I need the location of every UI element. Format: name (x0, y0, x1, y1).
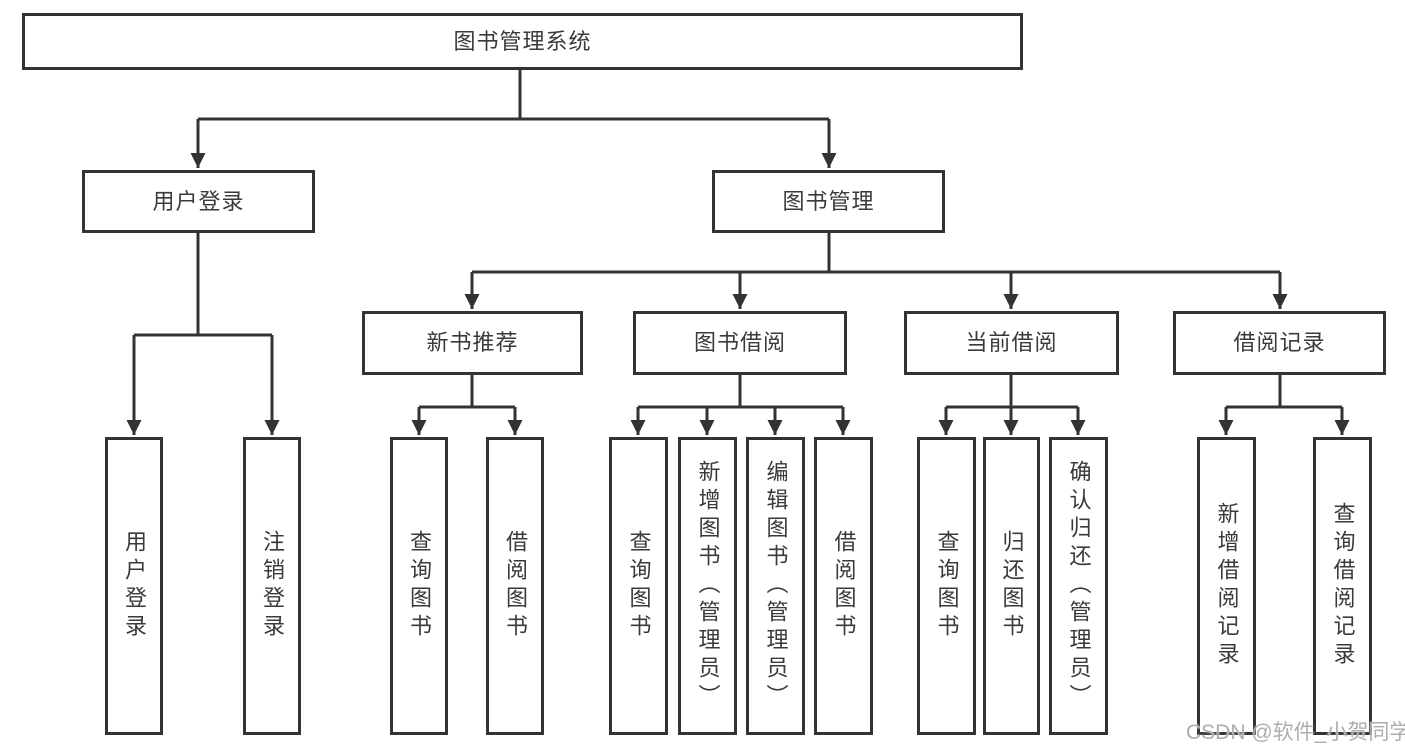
node-current-borrowing: 当前借阅 (904, 311, 1119, 375)
node-borrowing-records: 借阅记录 (1173, 311, 1386, 375)
node-query-books-current: 查询图书 (917, 437, 976, 735)
node-borrow-books-recommend: 借阅图书 (486, 437, 544, 735)
node-label: 图书借阅 (693, 330, 786, 355)
node-label: 新书推荐 (426, 330, 519, 355)
node-label: 借阅图书 (831, 530, 857, 642)
node-query-borrow-record: 查询借阅记录 (1313, 437, 1372, 735)
node-label: 图书管理 (782, 188, 875, 214)
node-label: 借阅图书 (503, 530, 528, 642)
node-label: 用户登录 (122, 530, 147, 642)
node-root: 图书管理系统 (22, 13, 1023, 70)
node-add-borrow-record: 新增借阅记录 (1197, 437, 1256, 735)
node-add-book-admin: 新增图书（管理员） (678, 437, 737, 735)
node-label: 编辑图书（管理员） (763, 460, 789, 712)
node-label: 确认归还（管理员） (1066, 460, 1092, 712)
node-label: 查询图书 (934, 530, 960, 642)
node-label: 归还图书 (999, 530, 1025, 642)
csdn-watermark: CSDN @软件_小贺同学 (1186, 721, 1405, 744)
node-label: 借阅记录 (1233, 330, 1326, 355)
node-label: 当前借阅 (965, 330, 1058, 355)
node-logout-leaf: 注销登录 (243, 437, 301, 735)
node-label: 用户登录 (152, 188, 245, 214)
node-confirm-return-admin: 确认归还（管理员） (1049, 437, 1108, 735)
node-query-books-recommend: 查询图书 (390, 437, 448, 735)
connector-trunks (134, 70, 1342, 409)
node-user-login-leaf: 用户登录 (105, 437, 163, 735)
node-user-login-branch: 用户登录 (82, 170, 315, 233)
node-new-book-recommend: 新书推荐 (362, 311, 583, 375)
node-borrow-books-leaf: 借阅图书 (814, 437, 873, 735)
node-return-book: 归还图书 (983, 437, 1040, 735)
node-label: 注销登录 (260, 530, 285, 642)
node-label: 新增借阅记录 (1214, 502, 1240, 670)
node-label: 查询借阅记录 (1330, 502, 1356, 670)
node-label: 查询图书 (626, 530, 652, 642)
node-edit-book-admin: 编辑图书（管理员） (746, 437, 805, 735)
node-book-borrowing: 图书借阅 (633, 311, 847, 375)
node-label: 新增图书（管理员） (695, 460, 721, 712)
node-query-books-borrow: 查询图书 (609, 437, 668, 735)
node-book-management-branch: 图书管理 (712, 170, 945, 233)
node-label: 图书管理系统 (453, 28, 592, 54)
node-label: 查询图书 (407, 530, 432, 642)
